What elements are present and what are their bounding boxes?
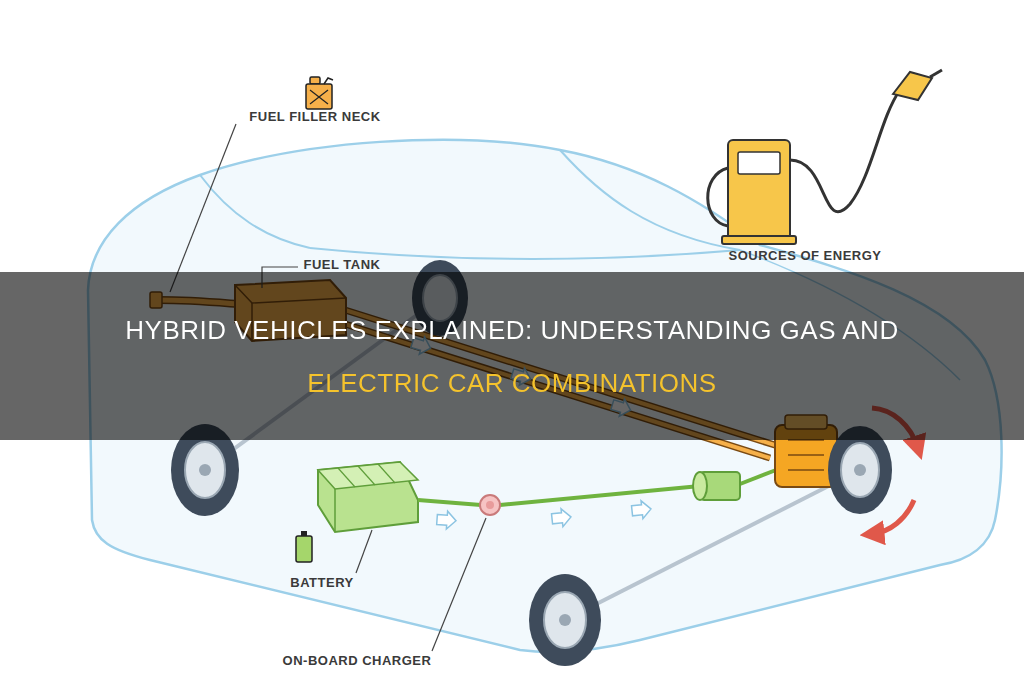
fuel-pump-icon <box>708 168 728 226</box>
wheel <box>854 464 866 476</box>
jerry-can-icon <box>324 78 333 84</box>
fuel-pump-icon <box>893 72 932 100</box>
engine-block <box>788 454 824 456</box>
callout-label: SOURCES OF ENERGY <box>729 248 882 264</box>
title-band <box>0 272 1024 440</box>
electric-wire <box>418 500 481 505</box>
leader-line <box>170 124 236 292</box>
electric-motor <box>693 472 707 500</box>
battery-icon <box>296 531 312 562</box>
jerry-can-icon <box>310 77 320 84</box>
fuel-pump-icon <box>708 70 942 244</box>
engine-block <box>788 469 824 471</box>
electric-motor <box>693 472 740 500</box>
flow-arrow <box>551 508 572 528</box>
wheel <box>841 443 879 497</box>
car-body-outline <box>88 140 1002 652</box>
flow-arrow <box>436 510 456 529</box>
battery-pack <box>318 462 418 532</box>
wheel <box>529 574 601 666</box>
fuel-pump-icon <box>722 236 796 244</box>
battery-pack <box>378 464 395 483</box>
battery-pack <box>338 468 355 487</box>
wheel <box>199 464 211 476</box>
title-text: HYBRID VEHICLES EXPLAINED: UNDERSTANDING… <box>122 304 902 410</box>
jerry-can-icon <box>310 90 328 104</box>
battery-icon <box>296 536 312 562</box>
car-body-outline <box>560 150 740 250</box>
car-body-outline <box>200 175 310 248</box>
fuel-pump-icon <box>728 140 790 240</box>
fuel-pump-icon <box>790 90 900 212</box>
fuel-pump-icon <box>930 70 942 77</box>
wheel <box>185 442 225 498</box>
electric-wire <box>740 470 776 484</box>
rotation-arrow <box>872 500 914 534</box>
wheel <box>544 592 586 648</box>
axle <box>565 470 860 620</box>
flow-arrow <box>631 500 652 520</box>
leader-line <box>356 530 372 573</box>
on-board-charger <box>480 495 500 515</box>
fuel-pump-icon <box>738 152 780 174</box>
battery-pack <box>334 489 336 532</box>
electric-wire <box>500 486 700 505</box>
callout-label: ON-BOARD CHARGER <box>283 653 432 669</box>
battery-pack <box>318 462 418 532</box>
car-body-outline <box>88 140 1002 652</box>
callout-label: FUEL FILLER NECK <box>249 109 380 125</box>
jerry-can-icon <box>306 84 332 109</box>
battery-pack <box>318 462 418 489</box>
wheel <box>559 614 571 626</box>
leader-line <box>432 518 486 651</box>
electric-wire <box>418 470 776 505</box>
jerry-can-icon <box>306 77 333 109</box>
callout-label: FUEL TANK <box>304 257 381 273</box>
jerry-can-icon <box>310 90 328 104</box>
battery-pack <box>358 466 375 485</box>
on-board-charger <box>486 501 494 509</box>
on-board-charger <box>480 495 500 515</box>
callout-label: BATTERY <box>290 575 353 591</box>
